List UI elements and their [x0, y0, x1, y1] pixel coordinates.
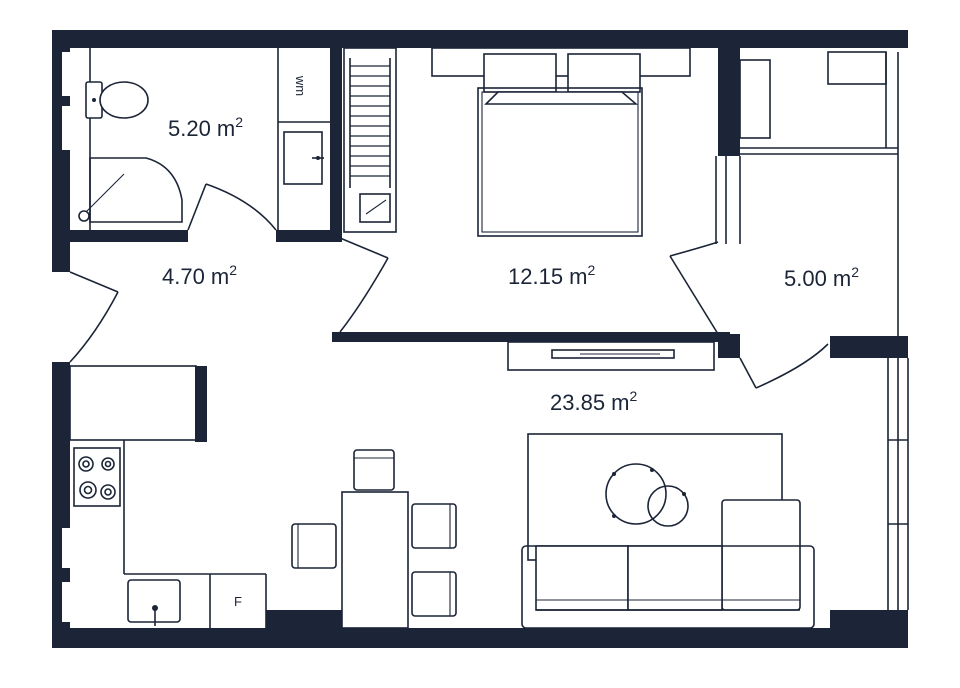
kitchen [69, 365, 267, 628]
tv-unit [507, 341, 715, 371]
chair-icon [411, 503, 457, 549]
chair-icon [353, 449, 395, 491]
kitchen-sink-icon [127, 579, 181, 626]
wall-bottom-mid [266, 610, 342, 630]
wall-bed-bottom [332, 332, 730, 342]
wall-bath-bed [330, 48, 342, 242]
bathroom [78, 48, 330, 232]
dining-set [291, 449, 457, 629]
wall-right-pier [830, 336, 908, 358]
wall-right-lower [830, 610, 908, 648]
washer-and-sink [277, 48, 330, 232]
balcony-area: 5.00 m2 [784, 264, 859, 291]
washing-machine-label: wm [293, 75, 308, 96]
bathroom-door [187, 183, 277, 231]
wall-kitchen-pier [195, 366, 207, 442]
hallway-area: 4.70 m2 [162, 262, 237, 289]
bathroom-area: 5.20 m2 [168, 114, 243, 141]
wardrobe [343, 47, 397, 233]
wall-top [52, 30, 908, 48]
entrance-door [69, 271, 119, 363]
chair-icon [411, 571, 457, 617]
wall-bath-bottom-2 [276, 230, 340, 242]
windows-left [62, 52, 76, 622]
wall-left-lower [52, 362, 70, 648]
bedroom-door [339, 237, 389, 333]
fridge-label: F [234, 594, 242, 609]
bedroom-area: 12.15 m2 [508, 262, 596, 289]
toilet-icon [85, 81, 149, 119]
living-area: 23.85 m2 [550, 388, 638, 415]
wall-bath-bottom [70, 230, 188, 242]
shower-icon [78, 157, 183, 223]
wall-bed-balcony-low [718, 334, 740, 358]
chair-icon [291, 523, 337, 569]
sofa [521, 499, 815, 629]
wall-bed-balcony [718, 30, 740, 156]
double-bed [431, 47, 691, 237]
balcony-door-living [739, 343, 829, 389]
walls [52, 30, 908, 648]
wall-bottom [52, 628, 908, 648]
stove-icon [73, 447, 121, 507]
balcony [739, 51, 909, 610]
balcony-door-bedroom [669, 156, 741, 335]
coffee-tables [605, 463, 689, 527]
